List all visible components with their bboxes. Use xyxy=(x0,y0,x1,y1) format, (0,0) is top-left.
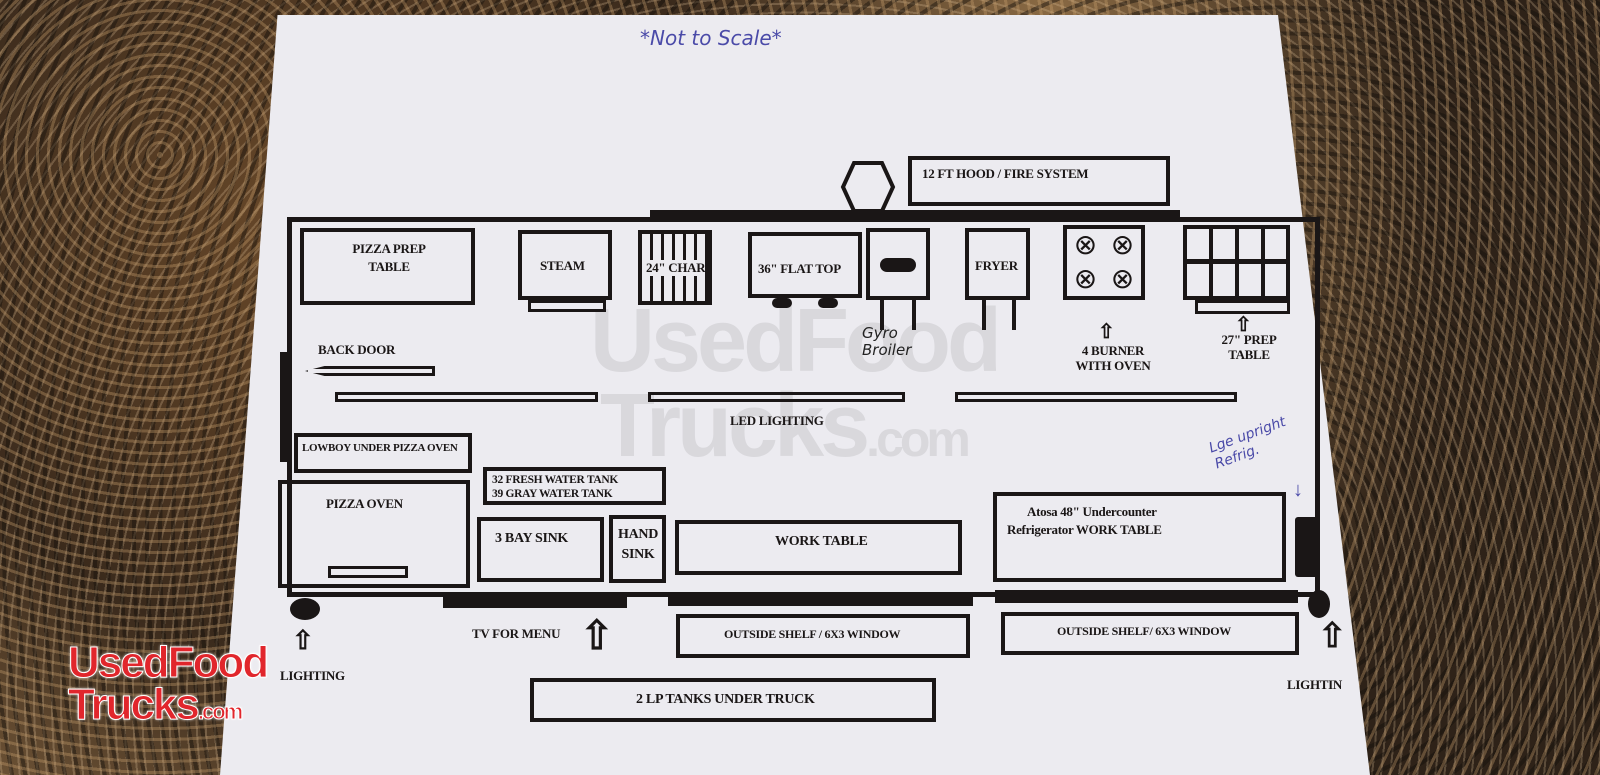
burner-label: 4 BURNER WITH OVEN xyxy=(1075,343,1151,373)
hand-sink: HAND SINK xyxy=(609,515,666,583)
back-door-label: BACK DOOR xyxy=(318,342,396,357)
gray-water-label: 39 GRAY WATER TANK xyxy=(492,488,613,500)
gyro-leg xyxy=(912,298,916,330)
lighting-right-label: LIGHTIN xyxy=(1287,677,1342,692)
pizza-prep-label: PIZZA PREP TABLE xyxy=(352,241,426,274)
upright-refrigerator xyxy=(1295,517,1320,577)
steam-base xyxy=(528,300,606,312)
light-fixture xyxy=(1308,590,1330,618)
serving-window xyxy=(668,592,973,606)
steam-table: STEAM xyxy=(518,230,612,300)
gyro-spit xyxy=(880,258,916,272)
light-fixture xyxy=(290,598,320,620)
hand-sink-label: HAND SINK xyxy=(617,527,659,562)
fryer-basket-handle xyxy=(982,298,986,330)
serving-window xyxy=(995,590,1298,603)
fresh-water-label: 32 FRESH WATER TANK xyxy=(492,474,619,486)
hood-bar xyxy=(650,210,1180,220)
tv-label: TV FOR MENU xyxy=(472,626,561,641)
outside-shelf-1: OUTSIDE SHELF / 6X3 WINDOW xyxy=(676,614,970,658)
flat-top-wheel xyxy=(772,298,792,308)
bay-sink-label: 3 BAY SINK xyxy=(495,531,568,546)
pizza-oven-label: PIZZA OVEN xyxy=(326,496,403,511)
floor-plan-paper xyxy=(220,15,1370,775)
burner-icon: ⊗ xyxy=(1073,230,1098,261)
left-arrow-icon xyxy=(305,366,435,376)
three-bay-sink: 3 BAY SINK xyxy=(477,517,604,582)
atosa-label-1: Atosa 48" Undercounter xyxy=(1027,504,1157,519)
fryer-label: FRYER xyxy=(975,258,1018,273)
not-to-scale-note: *Not to Scale* xyxy=(640,26,782,50)
watermark: UsedFood xyxy=(590,291,1002,391)
logo-line1: UsedFood xyxy=(67,638,269,687)
hood-label: 12 FT HOOD / FIRE SYSTEM xyxy=(922,166,1089,181)
flat-top-wheel xyxy=(818,298,838,308)
back-door[interactable] xyxy=(280,352,290,462)
up-arrow-icon: ⇧ xyxy=(580,613,614,658)
pizza-oven: PIZZA OVEN xyxy=(278,480,470,588)
flat-top-label: 36" FLAT TOP xyxy=(758,261,841,276)
lp-tanks: 2 LP TANKS UNDER TRUCK xyxy=(530,678,936,722)
burner-icon: ⊗ xyxy=(1110,230,1135,261)
shelf2-label: OUTSIDE SHELF/ 6X3 WINDOW xyxy=(1057,624,1231,638)
atosa-label-2: Refrigerator WORK TABLE xyxy=(1007,522,1162,537)
oven-door xyxy=(328,566,408,578)
led-strip xyxy=(335,392,598,402)
four-burner-range: ⊗⊗⊗⊗ xyxy=(1063,225,1145,300)
led-strip xyxy=(955,392,1237,402)
charbroiler: 24" CHAR xyxy=(638,230,712,305)
logo-line2: Trucks xyxy=(68,679,201,729)
led-strip xyxy=(648,392,905,402)
led-lighting-label: LED LIGHTING xyxy=(730,413,824,428)
shelf1-label: OUTSIDE SHELF / 6X3 WINDOW xyxy=(724,627,901,641)
lowboy: LOWBOY UNDER PIZZA OVEN xyxy=(294,433,472,473)
outside-shelf-2: OUTSIDE SHELF/ 6X3 WINDOW xyxy=(1001,612,1299,655)
up-arrow-icon: ⇧ xyxy=(1235,314,1252,336)
prep-table-base xyxy=(1195,300,1290,314)
lowboy-label: LOWBOY UNDER PIZZA OVEN xyxy=(302,442,458,454)
work-table: WORK TABLE xyxy=(675,520,962,575)
up-arrow-icon: ⇧ xyxy=(1318,618,1347,655)
hood-box: 12 FT HOOD / FIRE SYSTEM xyxy=(908,156,1170,206)
steam-label: STEAM xyxy=(540,258,585,273)
burner-icon: ⊗ xyxy=(1073,264,1098,295)
up-arrow-icon: ⇧ xyxy=(1098,321,1115,343)
vent-hexagon-icon xyxy=(840,161,896,213)
pizza-prep-table: PIZZA PREP TABLE xyxy=(300,228,475,305)
usedfoodtrucks-logo: UsedFood Trucks.com xyxy=(67,638,269,729)
gyro-broiler xyxy=(866,228,930,300)
lighting-left-label: LIGHTING xyxy=(280,668,345,683)
gyro-broiler-label: Gyro Broiler xyxy=(862,324,912,359)
work-table-label: WORK TABLE xyxy=(775,534,868,549)
prep-label: 27" PREP TABLE xyxy=(1221,332,1277,362)
tv-mount xyxy=(443,594,627,608)
flat-top: 36" FLAT TOP xyxy=(748,232,862,298)
down-arrow-icon: ↓ xyxy=(1293,479,1303,501)
burner-icon: ⊗ xyxy=(1110,264,1135,295)
gyro-leg xyxy=(880,298,884,330)
water-tanks: 32 FRESH WATER TANK 39 GRAY WATER TANK xyxy=(483,467,666,505)
up-arrow-icon: ⇧ xyxy=(292,626,314,655)
fryer-basket-handle xyxy=(1012,298,1016,330)
prep-table-27 xyxy=(1183,225,1290,300)
lp-tanks-label: 2 LP TANKS UNDER TRUCK xyxy=(636,692,815,707)
fryer: FRYER xyxy=(965,228,1030,300)
char-label: 24" CHAR xyxy=(646,260,706,276)
logo-suffix: .com xyxy=(197,698,243,724)
